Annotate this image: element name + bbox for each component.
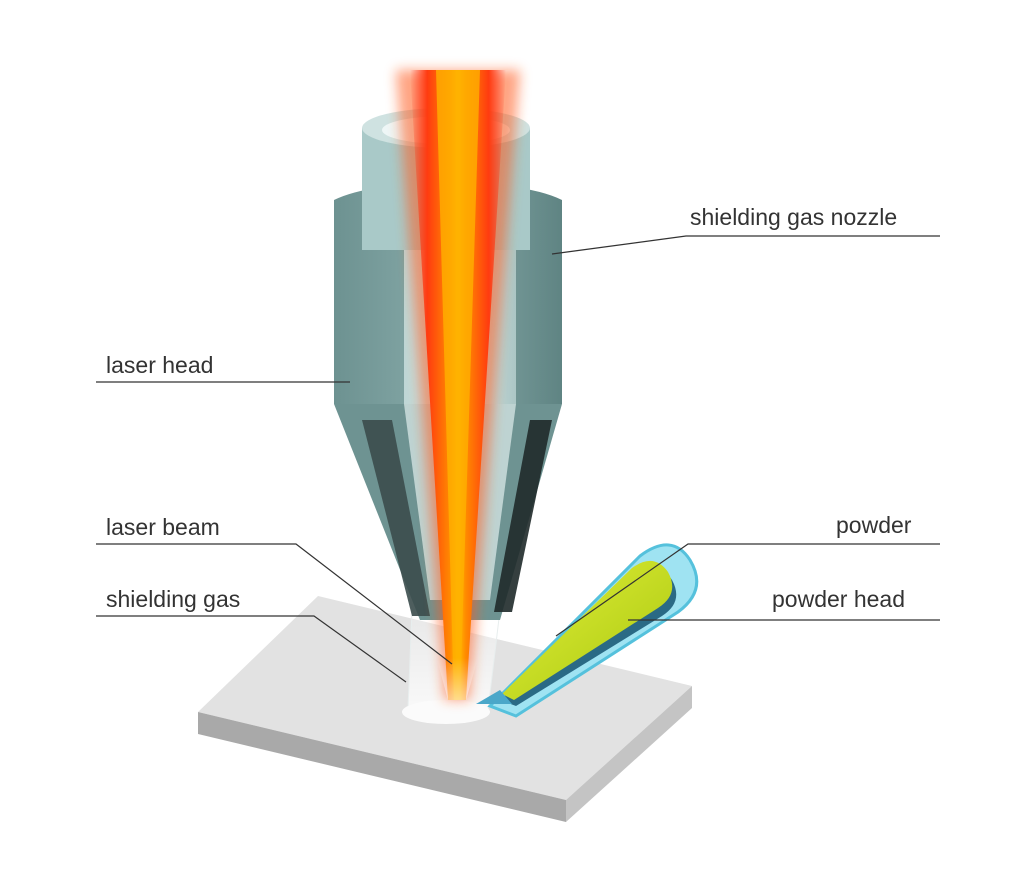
- powder-head-graphic: [476, 543, 699, 718]
- leader-laser-beam: [96, 543, 453, 665]
- label-shielding-gas: shielding gas: [106, 586, 241, 612]
- label-powder: powder: [836, 512, 912, 538]
- label-powder-head: powder head: [772, 586, 905, 612]
- label-laser-beam: laser beam: [106, 514, 220, 540]
- label-laser-head: laser head: [106, 352, 214, 378]
- leader-powder: [555, 543, 940, 637]
- leader-lines: [96, 235, 940, 683]
- leader-shielding-gas: [96, 615, 407, 683]
- label-shielding-gas-nozzle: shielding gas nozzle: [690, 204, 898, 230]
- laser-beam-graphic: [396, 70, 520, 700]
- leader-shielding-gas-nozzle: [551, 235, 940, 255]
